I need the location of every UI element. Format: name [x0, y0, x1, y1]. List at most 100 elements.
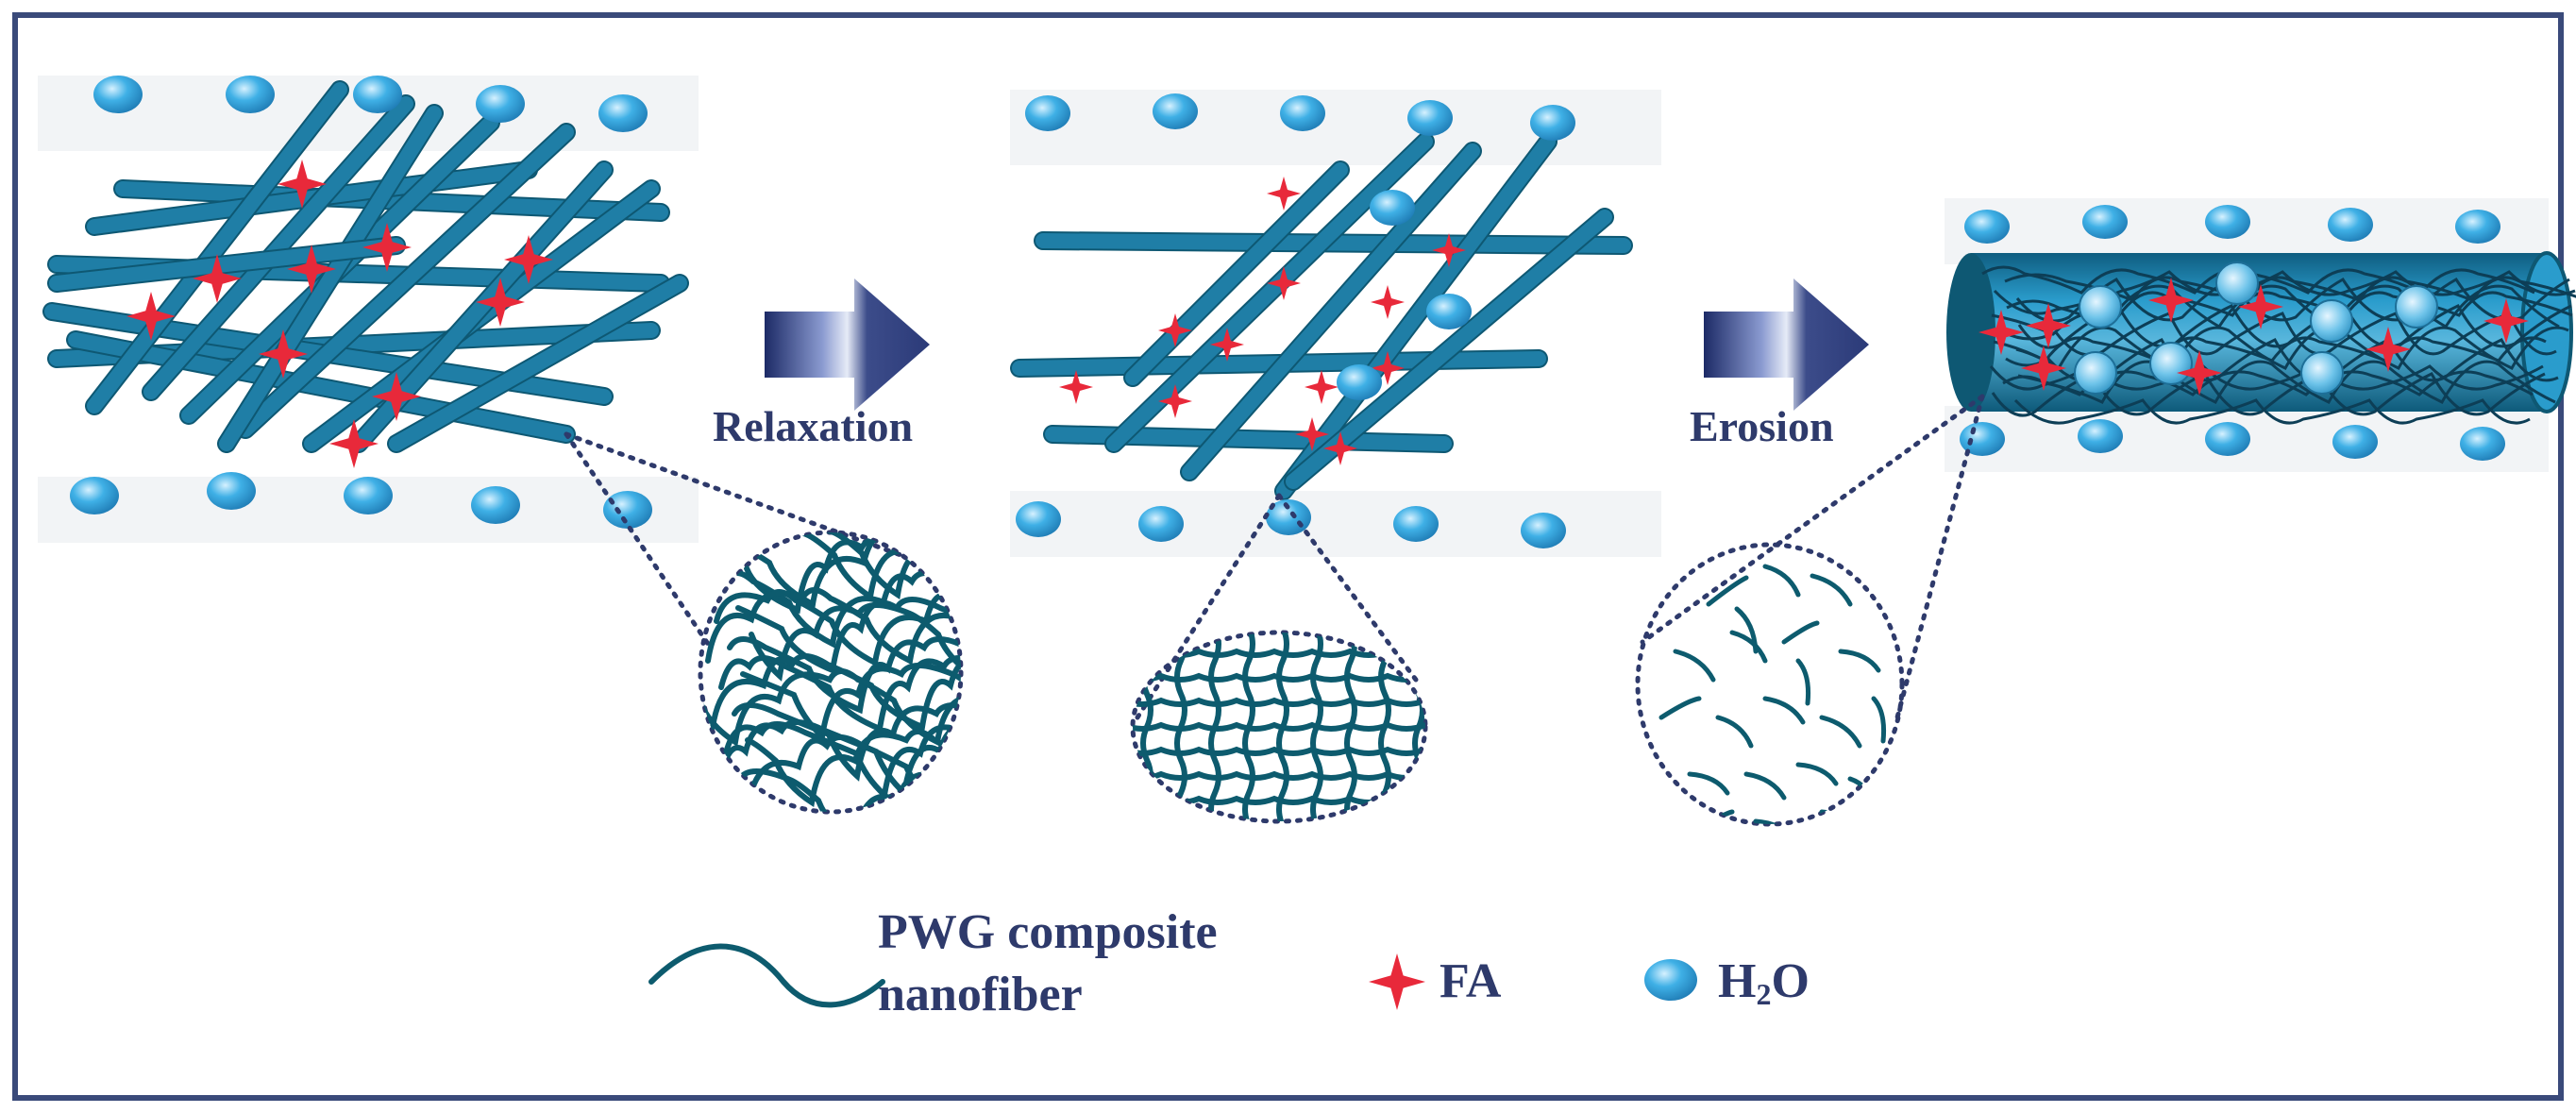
water-droplets-panel-3	[1960, 205, 2505, 461]
fa-star-icon	[1432, 233, 1466, 267]
fiber-rod-fill	[49, 238, 404, 291]
fa-stars-panel-2	[1059, 177, 1466, 465]
fa-star-icon	[287, 245, 336, 294]
polymer-chain	[1242, 632, 1255, 821]
water-droplet-icon	[603, 491, 652, 529]
water-droplet-icon	[93, 76, 143, 113]
fa-star-icon	[1295, 417, 1329, 451]
fiber-rod-fill	[68, 332, 574, 442]
fa-star-icon	[476, 278, 525, 327]
polymer-fragment	[1838, 649, 1881, 673]
polymer-chain	[749, 602, 961, 682]
polymer-chain	[1276, 632, 1289, 821]
step-label-relaxation: Relaxation	[713, 402, 914, 450]
water-bubble	[2079, 285, 2122, 329]
fa-star-icon	[2483, 298, 2529, 344]
process-arrow-icon	[1704, 278, 1869, 411]
fa-star-icon	[1369, 953, 1425, 1010]
fa-stars-panel-1	[126, 160, 553, 468]
fa-star-icon	[2026, 303, 2071, 348]
water-droplet-icon	[1644, 959, 1697, 1001]
polymer-chain	[710, 653, 961, 732]
water-droplet-icon	[1280, 95, 1325, 131]
polymer-chain	[709, 532, 961, 602]
polymer-fragment	[1819, 715, 1862, 749]
water-droplet-icon	[353, 76, 402, 113]
fa-star-icon	[504, 235, 553, 284]
water-droplet-icon	[2205, 422, 2250, 456]
polymer-chain	[745, 729, 961, 808]
fa-star-icon	[1059, 370, 1093, 404]
water-droplet-icon	[344, 477, 393, 514]
polymer-chain	[705, 587, 961, 666]
polymer-fragment	[1762, 696, 1806, 725]
water-droplet-icon	[1138, 506, 1184, 542]
polymer-chain	[723, 721, 961, 801]
water-droplet-icon	[1393, 506, 1439, 542]
fiber-rod-fill	[1125, 162, 1348, 385]
dense-fiber-network	[42, 80, 689, 453]
water-droplet-icon	[2460, 427, 2505, 461]
polymer-chain	[2002, 360, 2556, 404]
polymer-fragment	[1706, 575, 1749, 607]
water-droplet-icon	[2332, 425, 2378, 459]
water-droplet-icon	[1407, 100, 1453, 136]
fa-star-icon	[1305, 370, 1339, 404]
polymer-fragment	[1795, 658, 1810, 706]
polymer-chain	[1174, 632, 1187, 821]
fiber-rod-fill	[1182, 143, 1480, 480]
water-droplet-icon	[598, 94, 648, 132]
fa-star-icon	[2021, 346, 2066, 391]
fiber-rod-fill	[1286, 210, 1612, 489]
water-droplet-icon	[1521, 513, 1566, 548]
polymer-chain	[1208, 632, 1221, 821]
water-droplet-icon	[2455, 210, 2500, 244]
fa-star-icon	[126, 292, 176, 341]
fa-star-icon	[1371, 351, 1405, 385]
water-droplets-panel-1	[70, 76, 652, 529]
fiber-rod-fill	[389, 276, 687, 451]
water-droplet-icon	[2082, 205, 2128, 239]
polymer-chain	[722, 570, 961, 649]
legend-fiber-label: PWG composite nanofiber	[878, 902, 1218, 1026]
polymer-fragment	[1753, 818, 1796, 824]
fa-star-icon	[1978, 310, 2024, 355]
fa-star-icon	[1267, 266, 1301, 300]
water-droplet-icon	[476, 85, 525, 123]
water-droplets-panel-2	[1016, 93, 1575, 548]
legend-fiber-label-line2: nanofiber	[878, 968, 1083, 1021]
fa-star-icon	[2366, 327, 2411, 372]
fragmented-chains-zoom	[1658, 564, 1886, 824]
polymer-fragment	[1795, 762, 1839, 786]
fa-star-icon	[1369, 953, 1425, 1010]
water-droplet-icon	[207, 472, 256, 510]
fiber-rod-fill	[1276, 134, 1556, 498]
polymer-chain	[2013, 398, 2531, 425]
polymer-chain	[1344, 632, 1357, 821]
polymer-chain	[727, 636, 961, 716]
fiber-rod-fill	[238, 125, 574, 437]
fa-star-icon	[329, 419, 379, 468]
grid-chains-zoom	[1133, 632, 1425, 821]
polymer-fragment	[1810, 573, 1853, 607]
water-droplet-icon	[1426, 294, 1472, 329]
legend-fa-label: FA	[1440, 954, 1502, 1008]
water-droplet-icon	[70, 477, 119, 514]
polymer-fragment	[1871, 696, 1886, 744]
fiber-rod-fill	[87, 82, 347, 413]
water-droplet-icon	[2205, 205, 2250, 239]
fa-star-icon	[1158, 384, 1192, 418]
fa-star-icon	[362, 223, 412, 272]
fa-star-icon	[1371, 285, 1405, 319]
polymer-fragment	[1687, 771, 1730, 796]
water-bubble	[2215, 261, 2259, 305]
water-bubble	[2149, 342, 2193, 385]
fa-star-icon	[1158, 313, 1192, 347]
legend-fiber-label-line1: PWG composite	[878, 905, 1218, 959]
fa-star-icon	[1323, 431, 1357, 465]
fa-star-icon	[1210, 328, 1244, 362]
water-droplet-icon	[1025, 95, 1070, 131]
fiber-rod-fill	[1106, 134, 1433, 451]
